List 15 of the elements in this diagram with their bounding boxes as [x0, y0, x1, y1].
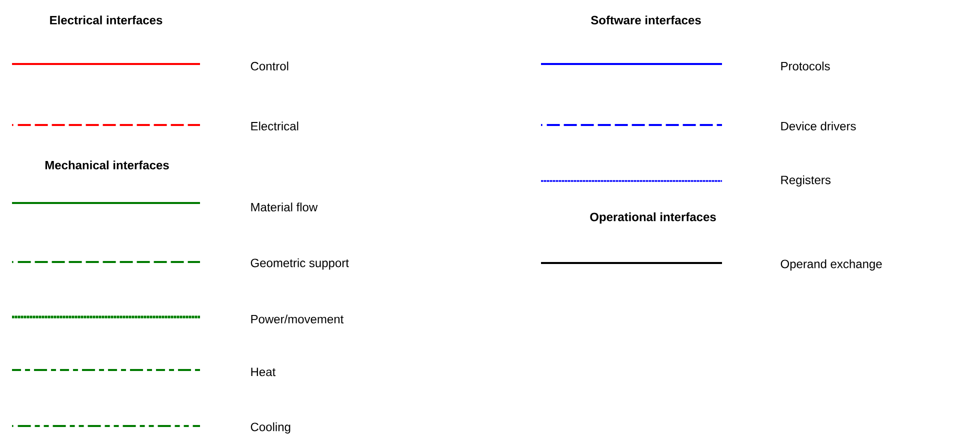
legend-label: Operand exchange — [780, 259, 882, 271]
legend-label: Registers — [781, 175, 830, 187]
legend-label: Material flow — [251, 202, 318, 212]
legend-label: Cooling — [250, 422, 290, 434]
legend-heading: Operational interfaces — [590, 212, 716, 224]
legend-label: Power/movement — [251, 314, 344, 324]
legend-heading: Software interfaces — [591, 16, 701, 24]
legend-label: Control — [250, 62, 288, 70]
legend-heading: Mechanical interfaces — [45, 160, 169, 170]
legend-label: Heat — [251, 368, 276, 376]
legend-label: Electrical — [251, 122, 298, 130]
legend-heading: Electrical interfaces — [50, 16, 162, 24]
legend-label: Device drivers — [781, 122, 856, 130]
legend-label: Geometric support — [250, 258, 349, 270]
legend-label: Protocols — [781, 62, 830, 70]
